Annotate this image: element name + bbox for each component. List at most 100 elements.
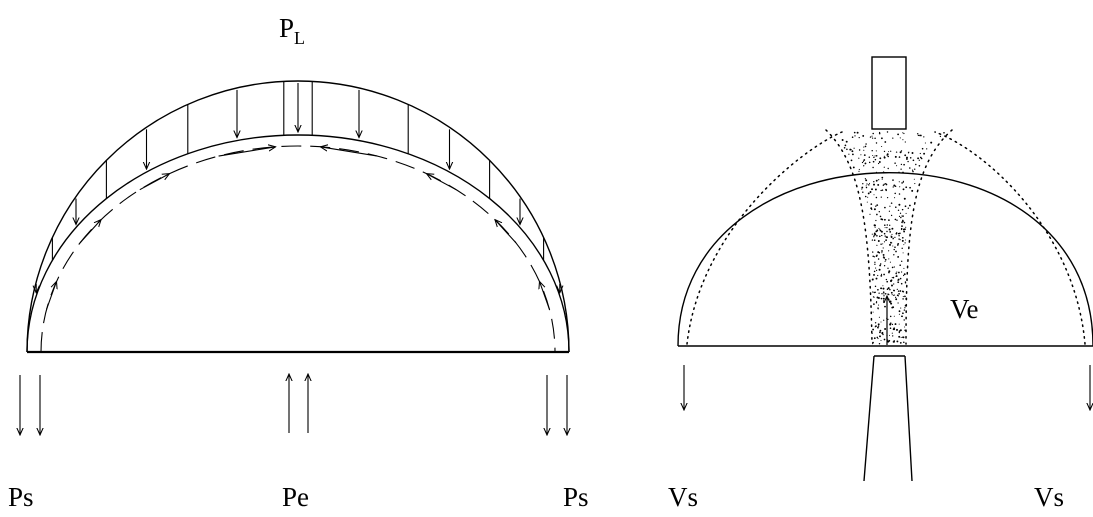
stipple-dot <box>903 309 906 311</box>
stipple-dot <box>917 134 920 137</box>
stipple-dot <box>873 303 875 305</box>
flow-arrow <box>495 220 517 244</box>
stipple-dot <box>901 315 903 318</box>
stipple-dot <box>902 228 905 231</box>
stippled-jet-region <box>841 131 945 345</box>
stipple-dot <box>863 159 866 161</box>
stipple-dot <box>883 293 885 295</box>
stipple-dot <box>881 250 883 252</box>
stipple-dot <box>899 329 902 332</box>
stipple-dot <box>879 335 881 338</box>
stipple-dot <box>867 196 869 198</box>
dome-outline <box>677 172 1093 347</box>
stipple-dot <box>899 239 901 241</box>
stipple-dot <box>874 322 877 324</box>
stipple-dot <box>891 294 893 296</box>
label-vs-left: Vs <box>668 482 698 512</box>
stipple-dot <box>901 290 904 293</box>
stipple-dot <box>900 229 902 231</box>
stipple-dot <box>897 290 900 292</box>
stipple-dot <box>893 327 896 330</box>
stipple-dot <box>876 229 879 232</box>
flow-arrow <box>427 174 457 191</box>
stipple-dot <box>894 236 896 239</box>
stipple-dot <box>898 193 901 195</box>
stipple-dot <box>914 168 916 170</box>
stipple-dot <box>892 238 894 240</box>
stipple-dot <box>895 232 898 235</box>
stipple-dot <box>896 165 898 167</box>
stipple-dot <box>894 162 896 164</box>
stipple-dot <box>877 326 879 329</box>
stipple-dot <box>867 192 870 195</box>
stipple-dot <box>887 267 889 269</box>
surface-load-arrows <box>36 81 560 292</box>
stipple-dot <box>898 323 900 325</box>
stipple-dot <box>879 264 881 267</box>
stipple-dot <box>902 312 904 315</box>
stipple-dot <box>858 157 860 159</box>
stipple-dot <box>880 196 882 198</box>
stipple-dot <box>900 216 902 219</box>
stipple-dot <box>898 331 901 334</box>
stipple-dot <box>880 243 882 245</box>
stipple-dot <box>903 273 906 276</box>
stipple-dot <box>892 335 894 337</box>
stipple-dot <box>876 234 878 237</box>
stipple-dot <box>902 296 904 298</box>
stipple-dot <box>903 221 906 224</box>
label-pe: Pe <box>282 482 309 512</box>
stipple-dot <box>881 189 884 191</box>
stipple-dot <box>902 171 904 174</box>
stipple-dot <box>893 184 896 187</box>
stipple-dot <box>913 178 915 180</box>
stipple-dot <box>898 171 900 173</box>
stipple-dot <box>873 337 876 340</box>
stipple-dot <box>882 297 885 300</box>
stipple-dot <box>877 162 880 165</box>
stipple-dot <box>851 153 854 156</box>
stipple-dot <box>882 253 885 256</box>
stipple-dot <box>902 298 904 300</box>
stipple-dot <box>903 274 905 277</box>
stipple-dot <box>904 205 907 208</box>
stipple-dot <box>905 226 907 228</box>
stipple-dot <box>880 273 883 275</box>
stipple-dot <box>888 250 890 252</box>
stipple-dot <box>875 154 878 157</box>
stipple-dot <box>882 333 884 336</box>
stipple-dot <box>898 238 900 240</box>
stipple-dot <box>860 154 862 156</box>
stipple-dot <box>879 215 882 218</box>
stipple-dot <box>882 172 884 174</box>
stipple-dot <box>902 132 904 134</box>
stipple-dot <box>903 132 905 135</box>
stipple-dot <box>885 183 888 186</box>
stipple-dot <box>876 254 878 256</box>
stipple-dot <box>896 340 899 343</box>
stipple-dot <box>873 232 876 235</box>
stipple-dot <box>911 152 914 154</box>
stipple-dot <box>878 304 880 306</box>
stipple-dot <box>875 302 878 304</box>
stipple-dot <box>872 328 875 331</box>
stipple-dot <box>892 137 894 139</box>
stipple-dot <box>898 330 901 332</box>
stipple-dot <box>874 233 877 236</box>
arch-meridian-dashed-curve <box>40 145 556 353</box>
stipple-dot <box>919 152 921 155</box>
stipple-dot <box>911 189 914 192</box>
stipple-dot <box>892 179 894 181</box>
stipple-dot <box>865 185 867 187</box>
arch-diagram: PL Ps Pe Ps <box>8 13 589 512</box>
stipple-dot <box>877 323 880 326</box>
stipple-dot <box>885 278 888 281</box>
stipple-dot <box>879 329 882 332</box>
stipple-dot <box>911 169 914 171</box>
stipple-dot <box>899 290 902 292</box>
stipple-dot <box>903 341 905 344</box>
stipple-dot <box>909 157 912 159</box>
flow-arrow <box>218 147 276 157</box>
arch-outer-curve <box>26 80 570 353</box>
